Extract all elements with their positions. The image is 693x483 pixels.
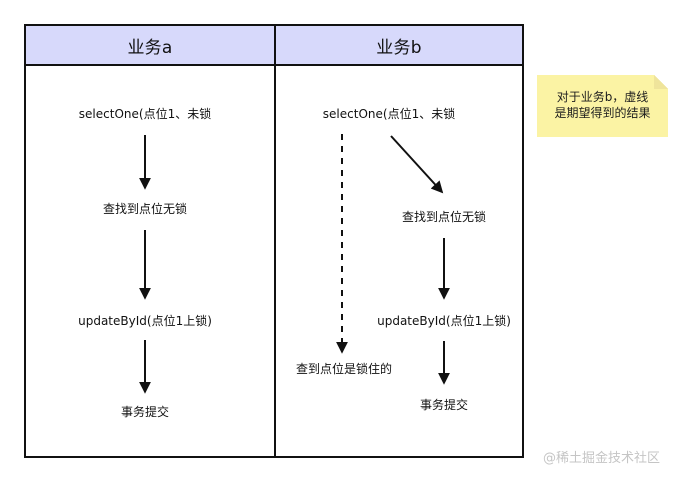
note-card: 对于业务b，虚线 是期望得到的结果 [537,75,668,137]
swimlane-diagram: 业务a 业务b [24,24,524,458]
lane-b-step-update-lock: updateById(点位1上锁) [377,314,511,328]
lane-a-step-commit: 事务提交 [120,405,170,419]
lane-b: 业务b [276,26,522,456]
note-text: 对于业务b，虚线 是期望得到的结果 [554,90,651,120]
lane-b-step-select: selectOne(点位1、未锁 [322,107,456,121]
lane-b-header: 业务b [276,26,522,66]
lane-a-step-update-lock: updateById(点位1上锁) [78,314,212,328]
lane-a-step-find-unlocked: 查找到点位无锁 [102,202,188,216]
lane-b-step-commit: 事务提交 [419,398,469,412]
lane-a: 业务a [26,26,276,456]
lane-b-step-find-unlocked: 查找到点位无锁 [401,210,487,224]
lane-b-expected-result: 查到点位是锁住的 [295,362,393,376]
lane-a-step-select: selectOne(点位1、未锁 [78,107,212,121]
lane-a-header: 业务a [26,26,274,66]
watermark-text: @稀土掘金技术社区 [543,451,661,466]
